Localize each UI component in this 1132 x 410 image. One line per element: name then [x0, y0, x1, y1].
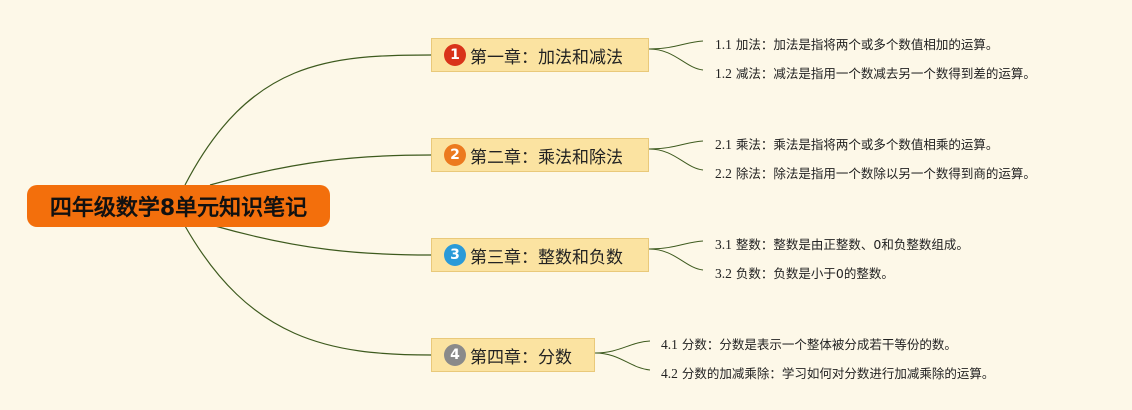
root-connector-3: [214, 225, 432, 256]
chapter-4-title: 第四章：分数: [470, 347, 572, 368]
point-connector: [648, 140, 704, 150]
chapter-2-title: 第二章：乘法和除法: [470, 147, 623, 168]
point-number: 3.1: [715, 237, 732, 252]
point-text: 负数：负数是小于0的整数。: [735, 266, 894, 281]
chapter-2-badge: 2: [444, 144, 466, 166]
chapter-3-title: 第三章：整数和负数: [470, 247, 623, 268]
point-connector: [648, 40, 704, 50]
point-number: 4.2: [661, 366, 678, 381]
chapter-4-node: 4 第四章：分数: [431, 338, 595, 372]
point-number: 1.2: [715, 66, 732, 81]
chapter-3-node: 3 第三章：整数和负数: [431, 238, 649, 272]
point-connector: [594, 340, 651, 354]
point-number: 2.2: [715, 166, 732, 181]
point-text: 分数：分数是表示一个整体被分成若干等份的数。: [681, 337, 957, 352]
mindmap-root-title: 四年级数学8单元知识笔记: [27, 185, 330, 227]
root-connector-4: [184, 225, 432, 356]
point-number: 4.1: [661, 337, 678, 352]
point-text: 减法：减法是指用一个数减去另一个数得到差的运算。: [735, 66, 1036, 81]
chapter-3-badge: 3: [444, 244, 466, 266]
chapter-1-node: 1 第一章：加法和减法: [431, 38, 649, 72]
chapter-1-badge: 1: [444, 44, 466, 66]
root-connector-1: [184, 54, 432, 186]
point-connector: [648, 48, 704, 71]
point-connector: [648, 248, 704, 271]
point-text: 除法：除法是指用一个数除以另一个数得到商的运算。: [735, 166, 1036, 181]
point-text: 乘法：乘法是指将两个或多个数值相乘的运算。: [735, 137, 999, 152]
chapter-2-node: 2 第二章：乘法和除法: [431, 138, 649, 172]
chapter-1-title: 第一章：加法和减法: [470, 47, 623, 68]
point-text: 分数的加减乘除：学习如何对分数进行加减乘除的运算。: [681, 366, 995, 381]
point-connector: [594, 352, 651, 371]
chapter-4-badge: 4: [444, 344, 466, 366]
point-connector: [648, 240, 704, 250]
point-number: 2.1: [715, 137, 732, 152]
point-number: 1.1: [715, 37, 732, 52]
point-text: 整数：整数是由正整数、0和负整数组成。: [735, 237, 969, 252]
point-text: 加法：加法是指将两个或多个数值相加的运算。: [735, 37, 999, 52]
root-connector-2: [209, 154, 432, 186]
point-connector: [648, 148, 704, 171]
point-number: 3.2: [715, 266, 732, 281]
